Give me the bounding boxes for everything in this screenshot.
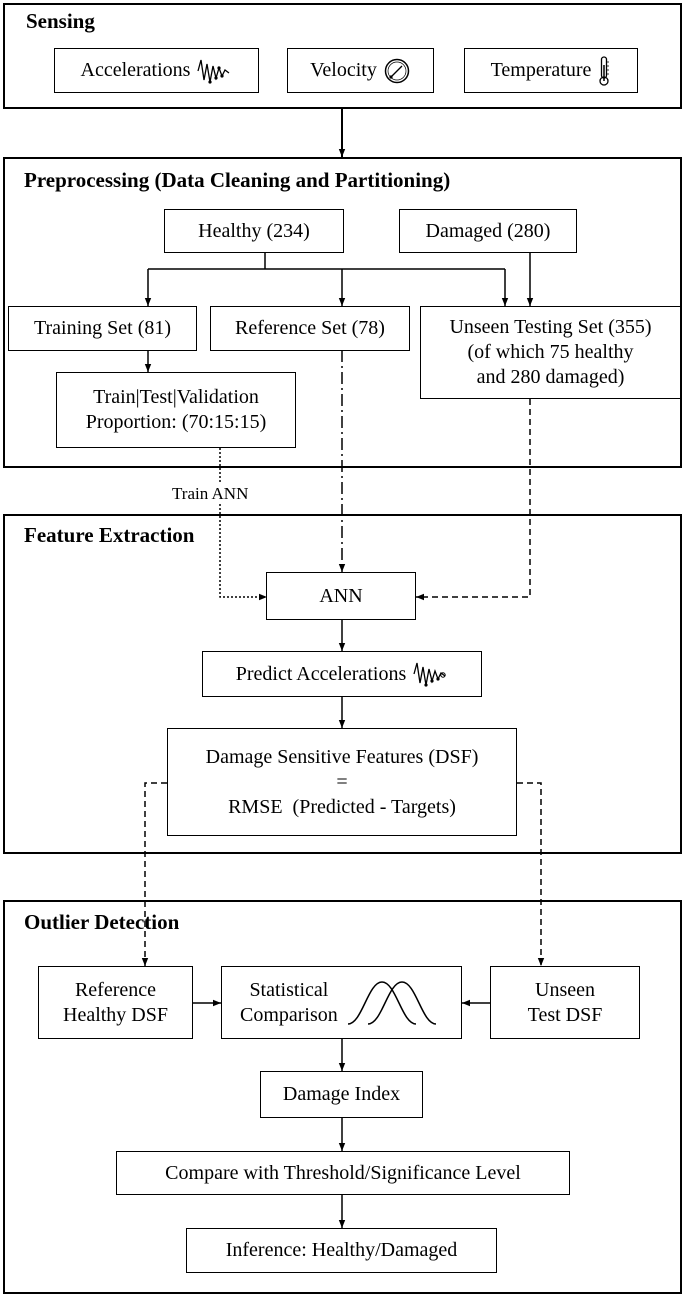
temperature-box: Temperature	[464, 48, 638, 93]
predict-accelerations-box: Predict Accelerations	[202, 651, 482, 697]
unseen-testing-set-box: Unseen Testing Set (355) (of which 75 he…	[420, 306, 681, 399]
accelerations-box: Accelerations	[54, 48, 259, 93]
unseen-testing-set-detail-2: and 280 damaged)	[476, 366, 625, 388]
unseen-test-dsf-box: Unseen Test DSF	[490, 966, 640, 1039]
speedometer-icon	[384, 58, 410, 83]
threshold-comparison-label: Compare with Threshold/Significance Leve…	[165, 1161, 521, 1184]
acceleration-signal-icon	[413, 662, 446, 687]
reference-set-label: Reference Set (78)	[235, 317, 385, 339]
statistical-comparison-line-1: Statistical	[249, 978, 329, 1001]
split-proportion-line-2: Proportion: (70:15:15)	[85, 411, 267, 433]
reference-healthy-dsf-box: Reference Healthy DSF	[38, 966, 193, 1039]
dsf-title: Damage Sensitive Features (DSF)	[205, 746, 479, 768]
ann-box: ANN	[266, 572, 416, 620]
feature-extraction-title: Feature Extraction	[24, 523, 195, 547]
sensing-title: Sensing	[26, 9, 95, 33]
split-proportion-box: Train|Test|Validation Proportion: (70:15…	[56, 372, 296, 448]
unseen-test-dsf-line-2: Test DSF	[527, 1003, 603, 1026]
statistical-comparison-box: Statistical Comparison	[221, 966, 462, 1039]
dsf-to-reference-path	[141, 782, 167, 966]
split-proportion-line-1: Train|Test|Validation	[93, 386, 259, 408]
ann-label: ANN	[319, 584, 363, 607]
unseen-testing-set-detail-1: (of which 75 healthy	[467, 341, 634, 363]
inference-label: Inference: Healthy/Damaged	[225, 1239, 458, 1261]
unseen-to-ann-path	[416, 399, 531, 601]
dsf-to-unseen-path	[517, 782, 545, 966]
train-ann-path	[219, 448, 267, 601]
unseen-test-dsf-line-1: Unseen	[535, 978, 595, 1001]
train-ann-label: Train ANN	[171, 484, 250, 504]
dsf-box: Damage Sensitive Features (DSF) = RMSE (…	[167, 728, 517, 836]
damage-index-label: Damage Index	[282, 1083, 401, 1105]
healthy-label: Healthy (234)	[198, 219, 310, 242]
dsf-equals: =	[336, 771, 348, 793]
healthy-box: Healthy (234)	[164, 209, 344, 253]
training-set-label: Training Set (81)	[33, 317, 172, 339]
inference-box: Inference: Healthy/Damaged	[186, 1228, 497, 1273]
acceleration-signal-icon	[197, 59, 230, 84]
dsf-formula: RMSE (Predicted - Targets)	[228, 796, 456, 818]
reference-healthy-dsf-line-1: Reference	[74, 978, 157, 1001]
outlier-detection-title: Outlier Detection	[24, 910, 180, 934]
thermometer-icon	[599, 55, 610, 86]
temperature-label: Temperature	[490, 59, 592, 81]
unseen-testing-set-title: Unseen Testing Set (355)	[449, 316, 652, 338]
training-set-box: Training Set (81)	[8, 306, 197, 351]
velocity-box: Velocity	[287, 48, 434, 93]
damaged-label: Damaged (280)	[425, 219, 551, 242]
reference-set-box: Reference Set (78)	[210, 306, 410, 351]
damaged-box: Damaged (280)	[399, 209, 577, 253]
velocity-label: Velocity	[310, 59, 377, 81]
reference-healthy-dsf-line-2: Healthy DSF	[63, 1003, 168, 1026]
preprocessing-title: Preprocessing (Data Cleaning and Partiti…	[24, 168, 451, 192]
distributions-icon	[347, 980, 436, 1025]
damage-index-box: Damage Index	[260, 1071, 423, 1118]
threshold-comparison-box: Compare with Threshold/Significance Leve…	[116, 1151, 570, 1195]
predict-accelerations-label: Predict Accelerations	[235, 662, 407, 685]
accelerations-label: Accelerations	[80, 59, 191, 81]
statistical-comparison-line-2: Comparison	[240, 1003, 338, 1026]
